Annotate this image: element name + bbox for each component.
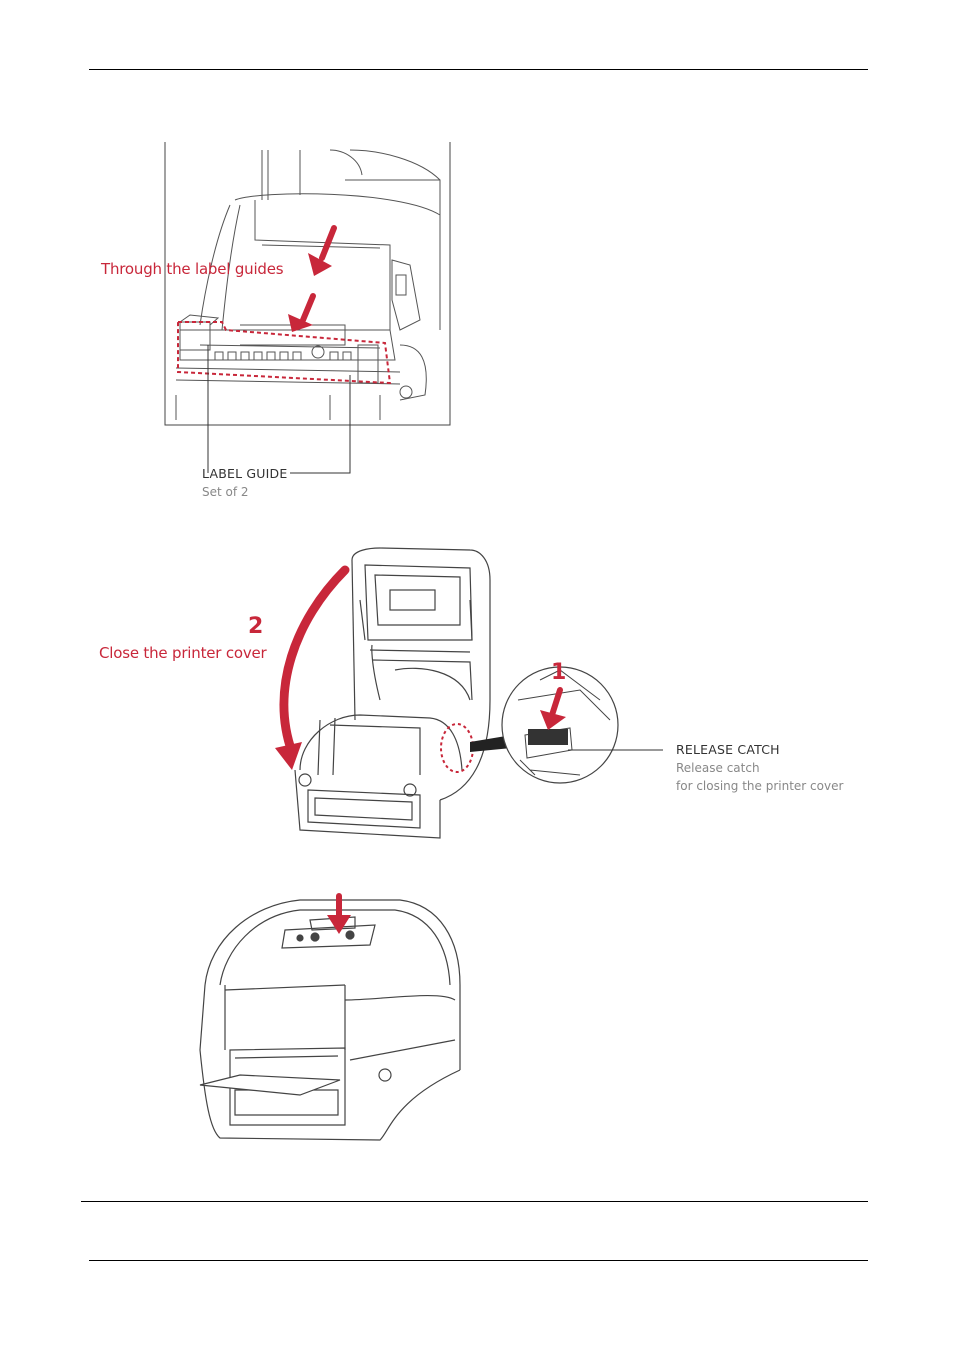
header-rule: [89, 69, 868, 70]
label-guide-title: LABEL GUIDE: [202, 466, 288, 481]
release-catch-subtitle-2: for closing the printer cover: [676, 779, 844, 793]
label-guides-caption: Through the label guides: [101, 260, 284, 278]
footer-rule-bottom: [89, 1260, 868, 1261]
label-guide-illustration: [164, 142, 451, 474]
open-printer-illustration: [275, 547, 663, 839]
step-close-number: 2: [248, 614, 264, 639]
close-cover-caption: Close the printer cover: [99, 644, 267, 662]
release-catch-subtitle: Release catch: [676, 761, 760, 775]
label-guide-subtitle: Set of 2: [202, 485, 249, 499]
step-release-number: 1: [551, 660, 567, 685]
closed-printer-illustration: [199, 893, 461, 1141]
footer-rule-top: [81, 1201, 868, 1202]
release-catch-title: RELEASE CATCH: [676, 742, 780, 757]
